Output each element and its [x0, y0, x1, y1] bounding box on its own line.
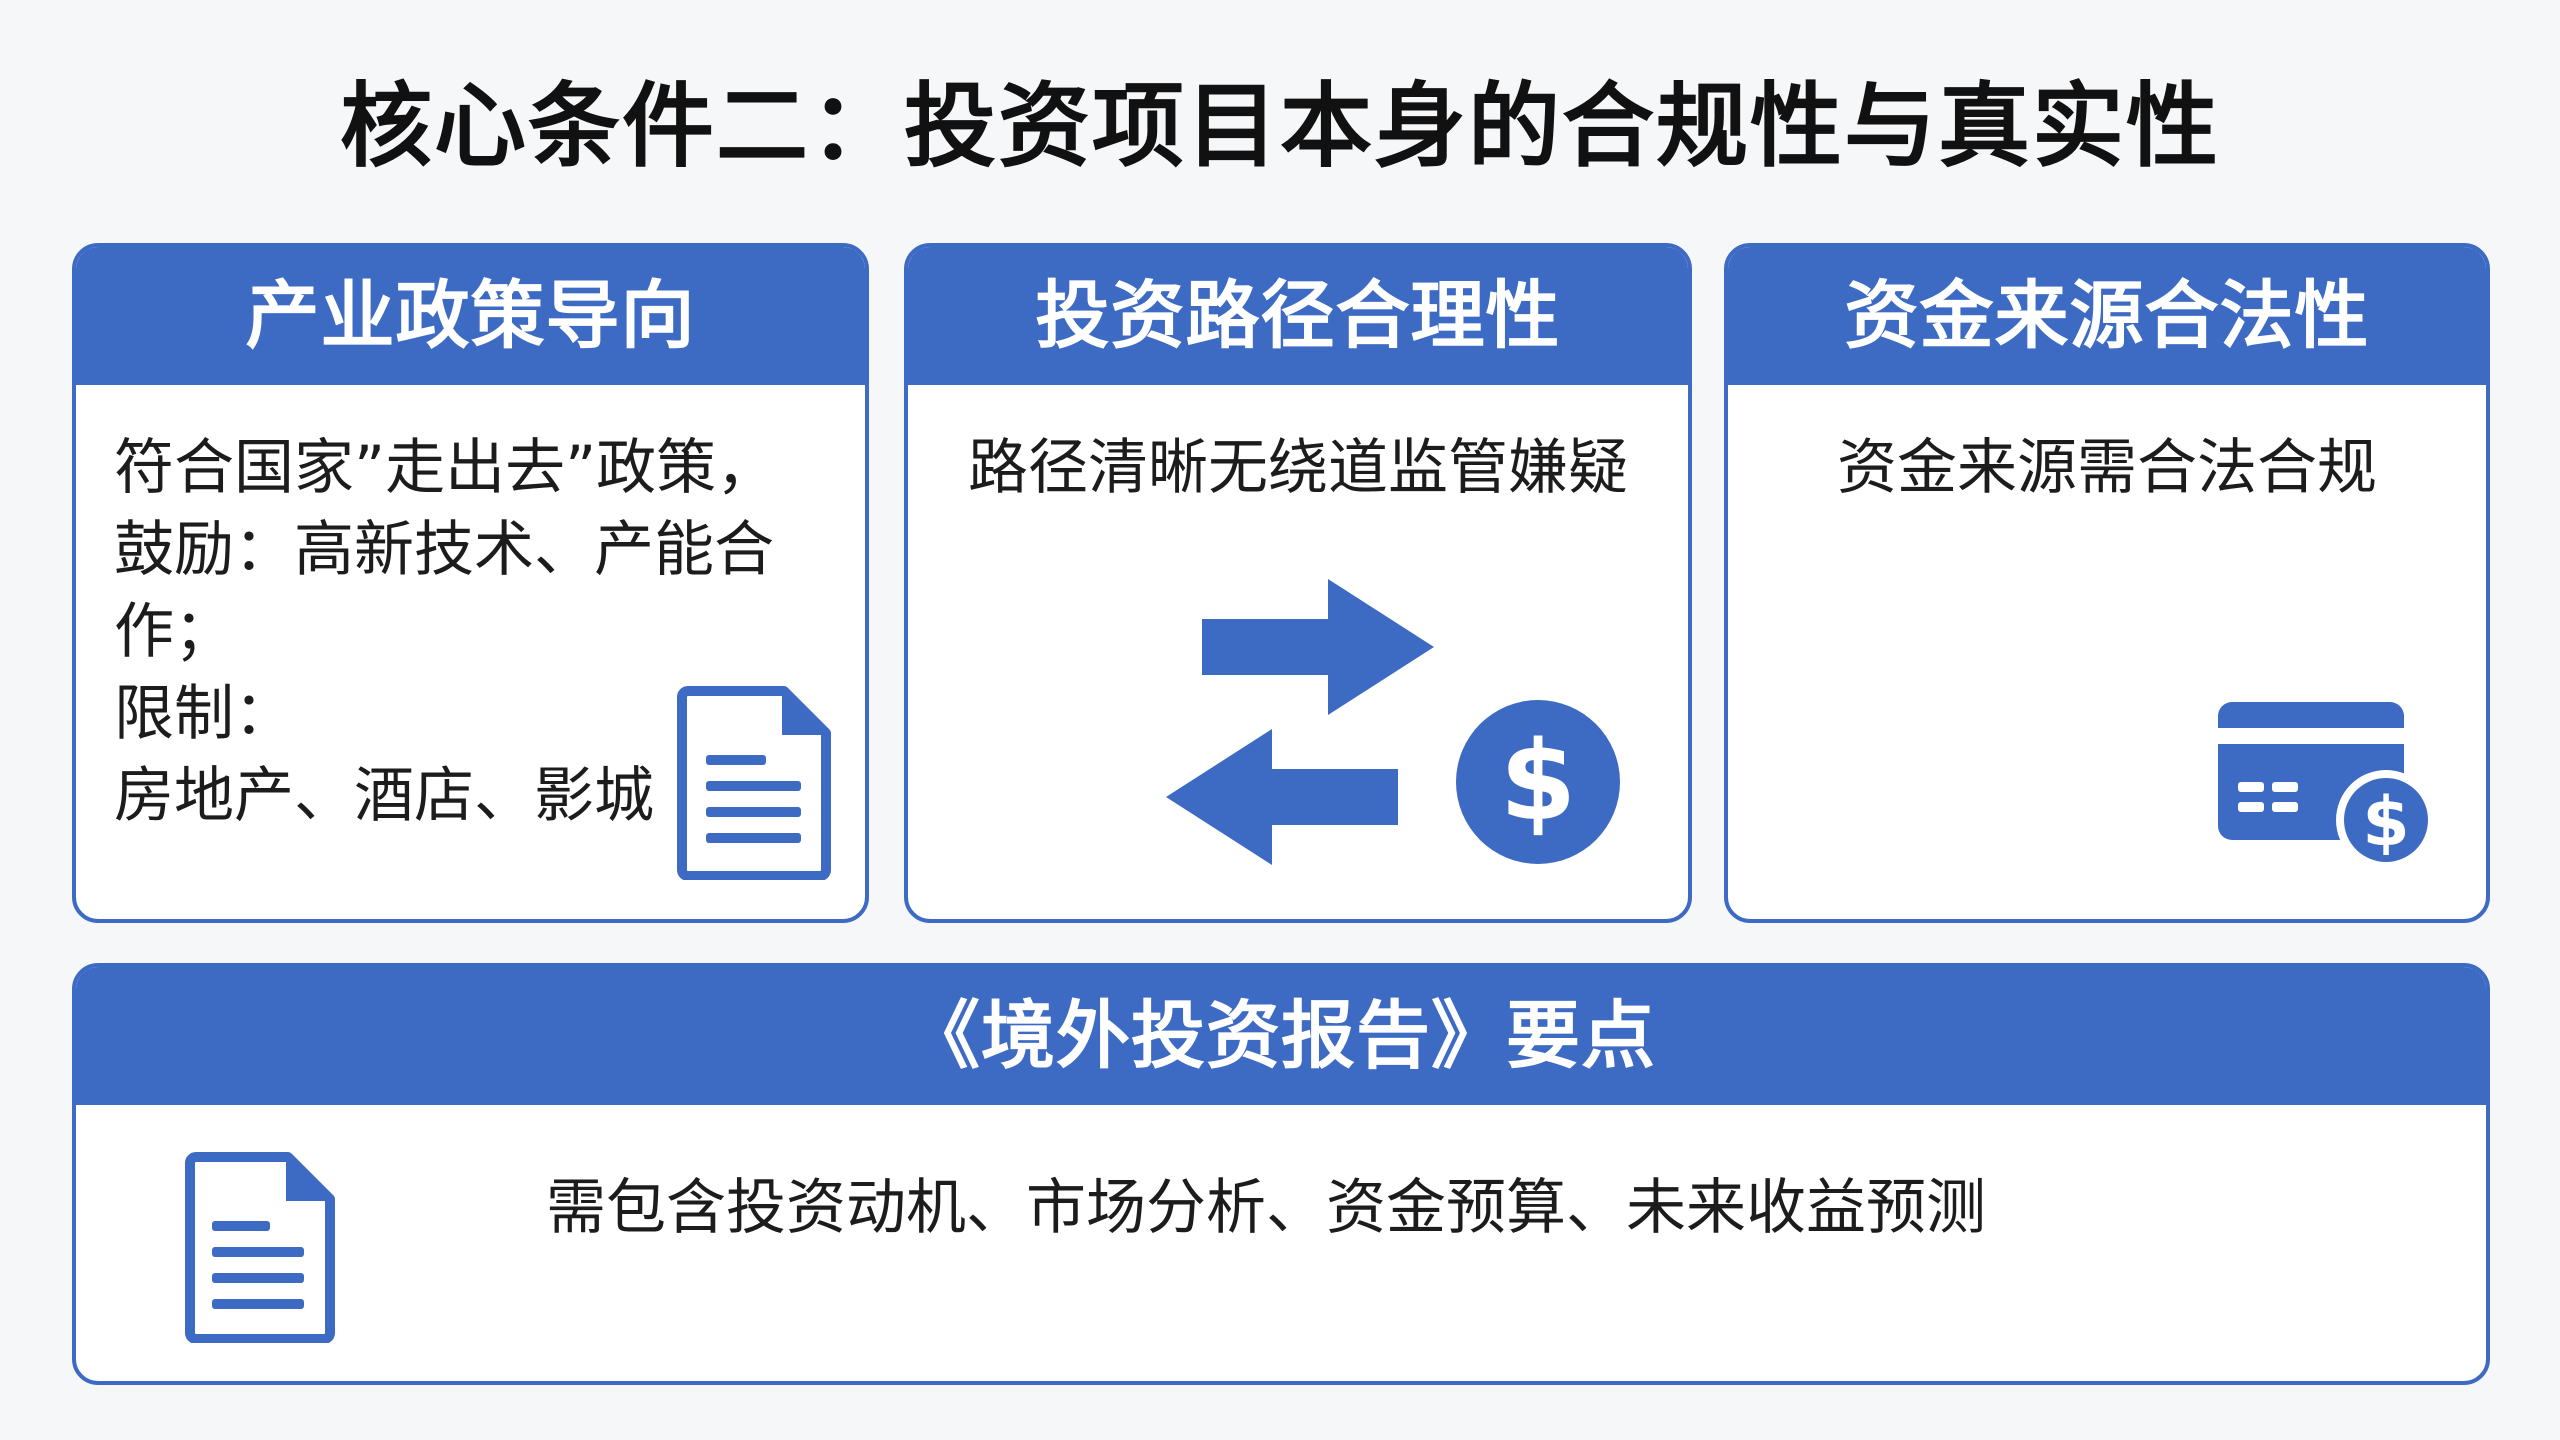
credit-card-dollar-icon: $ — [2218, 702, 2436, 870]
report-header: 《境外投资报告》要点 — [76, 967, 2486, 1105]
fund-source-text: 资金来源需合法合规 — [1728, 427, 2486, 509]
investment-path-text: 路径清晰无绕道监管嫌疑 — [908, 427, 1688, 509]
policy-line: 鼓励：高新技术、产能合作； — [114, 515, 774, 667]
industry-policy-text: 符合国家”走出去”政策， 鼓励：高新技术、产能合作； 限制： 房地产、酒店、影城 — [114, 427, 854, 837]
document-icon — [185, 1152, 335, 1343]
page-title: 核心条件二：投资项目本身的合规性与真实性 — [339, 73, 2220, 180]
arrow-right-icon — [1202, 579, 1434, 715]
svg-text:$: $ — [1500, 717, 1577, 845]
svg-text:$: $ — [2362, 783, 2409, 862]
report-text: 需包含投资动机、市场分析、资金预算、未来收益预测 — [546, 1173, 1986, 1243]
fund-line: 资金来源需合法合规 — [1837, 433, 2377, 503]
fund-source-header: 资金来源合法性 — [1728, 247, 2486, 385]
dollar-coin-icon: $ — [1456, 700, 1620, 864]
policy-line: 限制： — [114, 679, 294, 749]
investment-path-header: 投资路径合理性 — [908, 247, 1688, 385]
path-line: 路径清晰无绕道监管嫌疑 — [968, 433, 1628, 503]
arrow-left-icon — [1166, 729, 1398, 865]
industry-policy-header: 产业政策导向 — [76, 247, 865, 385]
investment-path-card: 投资路径合理性 路径清晰无绕道监管嫌疑 $ — [904, 243, 1692, 923]
policy-line: 符合国家”走出去”政策， — [114, 433, 777, 503]
report-card: 《境外投资报告》要点 需包含投资动机、市场分析、资金预算、未来收益预测 — [72, 963, 2490, 1385]
industry-policy-card: 产业政策导向 符合国家”走出去”政策， 鼓励：高新技术、产能合作； 限制： 房地… — [72, 243, 869, 923]
document-icon — [677, 686, 831, 880]
fund-source-card: 资金来源合法性 资金来源需合法合规 $ — [1724, 243, 2490, 923]
policy-line: 房地产、酒店、影城 — [114, 761, 654, 831]
